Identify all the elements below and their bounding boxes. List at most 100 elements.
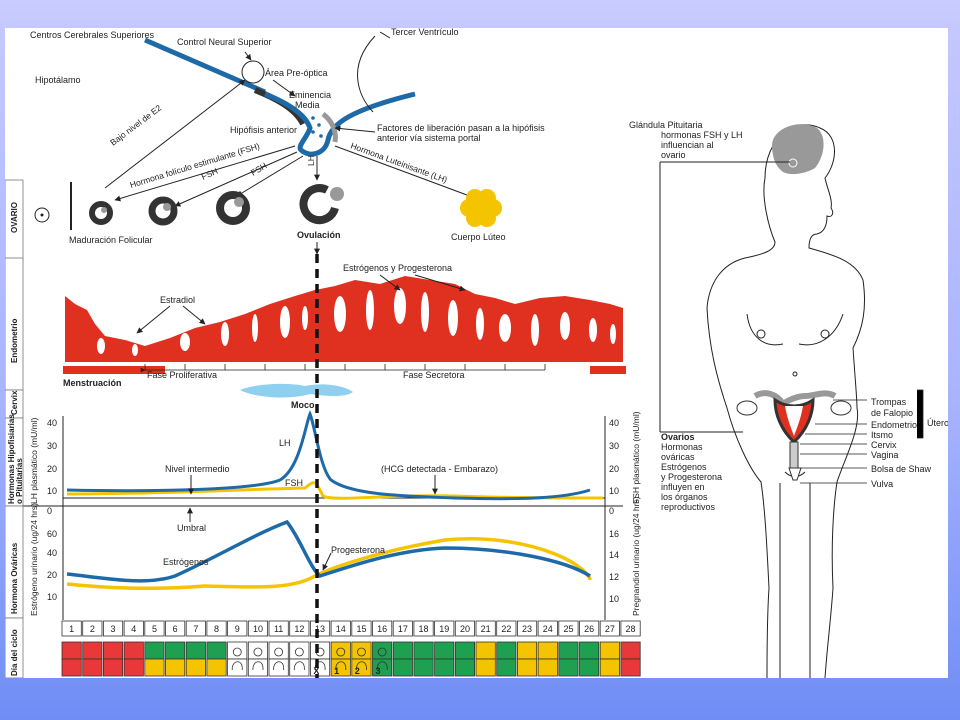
day-number: 14 (336, 624, 346, 634)
day-mark: X (313, 666, 319, 676)
day-cell-13: 13X (309, 620, 331, 677)
day-number: 20 (460, 624, 470, 634)
axis-fsh: FSH plasmático (mU/ml) (631, 411, 641, 504)
side-cervix: Cervix (10, 390, 19, 415)
pituitary-hormones-section: Hormonas Hipofisiarias o Pituitarias LH … (5, 410, 641, 507)
baby-icon (231, 647, 243, 671)
day-number: 24 (543, 624, 553, 634)
label-moco: Moco (291, 400, 315, 410)
side-ovaricas: Hormona Ováricas (10, 542, 19, 614)
progesterone-curve (66, 537, 592, 590)
day-cell-12: 12 (289, 620, 310, 677)
tick-r-0: 0 (609, 506, 614, 516)
day-cell-16: 163 (372, 620, 393, 677)
baby-icon (376, 647, 388, 671)
label-trompas-1: Trompas (871, 397, 907, 407)
side-ciclo: Día del ciclo (10, 629, 19, 676)
day-number: 19 (439, 624, 449, 634)
day-number: 26 (584, 624, 594, 634)
label-preoptica: Área Pre-óptica (265, 68, 328, 78)
baby-icon (356, 647, 367, 671)
day-cell-27: 27 (599, 620, 620, 677)
label-bajo-e2: Bajo nivel de E2 (108, 102, 163, 147)
day-cell-6: 6 (165, 620, 186, 677)
day-cell-25: 25 (558, 620, 579, 677)
day-number: 2 (90, 624, 95, 634)
label-trompas-2: de Falopio (871, 408, 913, 418)
day-number: 22 (501, 624, 511, 634)
day-cell-5: 5 (144, 620, 165, 677)
hypothalamus-section: Centros Cerebrales Superiores Control Ne… (30, 28, 545, 207)
brain-shape (771, 124, 824, 175)
side-endometrio: Endometrio (10, 318, 19, 363)
day-number: 17 (398, 624, 408, 634)
axis-lh: LH plasmático (mU/ml) (29, 417, 39, 504)
side-hormonas-1: Hormonas Hipofisiarias (7, 414, 16, 504)
label-hipotalamo: Hipotálamo (35, 75, 81, 85)
label-lh-curve: LH (279, 438, 291, 448)
label-glandula-4: ovario (661, 150, 686, 160)
day-number: 4 (131, 624, 136, 634)
label-hormonas-6: reproductivos (661, 502, 716, 512)
tick-l-30: 30 (47, 441, 57, 451)
day-cell-3: 3 (103, 620, 124, 677)
label-cuerpo: Cuerpo Lúteo (451, 232, 506, 242)
day-cell-14: 141 (330, 620, 351, 677)
ovarian-hormones-section: 0 0 Umbral Hormona Ováricas Estrógeno ur… (5, 496, 641, 620)
label-secretora: Fase Secretora (403, 370, 465, 380)
ovary-section: OVARIO Maduración Folicular Ovulación Cu… (5, 179, 506, 261)
tick-r-40: 40 (609, 418, 619, 428)
baby-icon (273, 647, 285, 671)
day-number: 27 (605, 624, 615, 634)
day-number: 25 (563, 624, 573, 634)
tick-r-10: 10 (609, 486, 619, 496)
tick-l-10b: 10 (47, 592, 57, 602)
day-cell-4: 4 (123, 620, 144, 677)
label-factores-1: Factores de liberación pasan a la hipófi… (377, 123, 545, 133)
day-cell-22: 22 (496, 620, 517, 677)
side-hormonas-2: o Pituitarias (15, 458, 24, 504)
day-cell-2: 2 (82, 620, 103, 677)
menstrual-cycle-diagram: Centros Cerebrales Superiores Control Ne… (5, 28, 948, 678)
tick-l-10: 10 (47, 486, 57, 496)
day-cell-17: 17 (392, 620, 413, 677)
tick-l-20: 20 (47, 464, 57, 474)
label-hormonas-2: Estrógenos (661, 462, 707, 472)
tick-l-40b: 40 (47, 548, 57, 558)
day-number: 15 (356, 624, 366, 634)
label-fsh-1: FSH (200, 166, 220, 182)
day-cell-9: 9 (227, 620, 248, 677)
day-cell-20: 20 (454, 620, 475, 677)
label-hormonas-3: y Progesterona (661, 472, 722, 482)
tick-l-20b: 20 (47, 570, 57, 580)
label-ovulacion: Ovulación (297, 230, 341, 240)
label-fsh-long: Hormona folículo estimulante (FSH) (129, 141, 261, 190)
corpus-luteum-icon (460, 189, 502, 227)
day-cell-26: 26 (579, 620, 600, 677)
label-proliferativa: Fase Proliferativa (147, 370, 217, 380)
day-cell-23: 23 (517, 620, 538, 677)
day-number: 18 (419, 624, 429, 634)
endometrium-section: Endometrio Estradiol Estrógenos y Proges… (5, 257, 626, 391)
day-number: 11 (274, 624, 283, 634)
day-number: 7 (193, 624, 198, 634)
label-estro-prog: Estrógenos y Progesterona (343, 263, 452, 273)
label-lh-long: Hormona Luteinisante (LH) (349, 140, 448, 184)
baby-icon (293, 647, 305, 671)
label-progesterona: Progesterona (331, 545, 385, 555)
day-number: 16 (377, 624, 387, 634)
label-hormonas-1: ováricas (661, 452, 695, 462)
label-fsh-2: FSH (249, 160, 269, 177)
day-number: 1 (69, 624, 74, 634)
diagram-panel: Centros Cerebrales Superiores Control Ne… (5, 28, 948, 678)
cervix-section: Cervix Moco (5, 383, 353, 419)
day-cell-18: 18 (413, 620, 434, 677)
preoptic-area-icon (241, 60, 265, 84)
day-cell-19: 19 (434, 620, 455, 677)
day-number: 13 (315, 624, 325, 634)
label-maduracion: Maduración Folicular (69, 235, 153, 245)
tick-l-0: 0 (47, 506, 52, 516)
tick-l-40: 40 (47, 418, 57, 428)
